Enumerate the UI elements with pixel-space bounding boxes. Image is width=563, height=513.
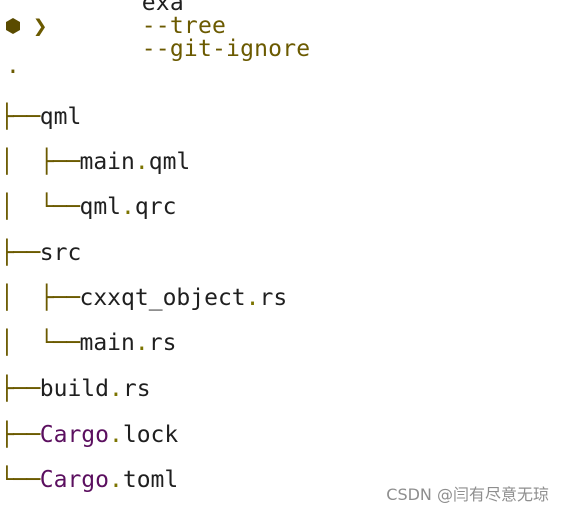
entry-name: main [79,329,135,356]
branch-prefix: ├── [0,239,40,266]
entry-name: main [79,148,135,175]
entry-name: Cargo [39,466,109,493]
branch-prefix: ├── [0,421,40,448]
tree-row-main-rs: │ └── main.rs [0,328,176,358]
entry-extension: rs [122,375,151,402]
tree-row-qml: ├── qml [0,102,81,132]
extension-separator: . [134,329,149,356]
tree-row-cxxqt-object: │ ├── cxxqt_object.rs [0,283,287,313]
tree-row-src: ├── src [0,238,81,268]
entry-extension: qrc [134,193,177,220]
extension-separator: . [109,375,123,402]
flag-git-ignore: --git-ignore [141,35,311,62]
prompt-line: ❯ exa --tree --git-ignore [6,0,310,60]
command-name: exa [141,0,184,16]
branch-prefix: │ ├── [0,284,80,311]
tree-row-cargo-toml: └── Cargo.toml [0,465,178,495]
extension-separator: . [121,193,135,220]
extension-separator: . [109,466,123,493]
hexagon-icon [6,18,20,34]
branch-prefix: └── [0,466,40,493]
tree-row-main-qml: │ ├── main.qml [0,147,190,177]
entry-name: qml [39,103,82,130]
prompt-chevron: ❯ [33,12,48,40]
extension-separator: . [109,421,123,448]
entry-name: build [39,375,109,402]
branch-prefix: ├── [0,375,40,402]
entry-extension: lock [122,421,179,448]
extension-separator: . [134,148,149,175]
entry-extension: rs [148,329,177,356]
tree-row-qml-qrc: │ └── qml.qrc [0,192,176,222]
flag-tree: --tree [141,12,227,39]
entry-extension: qml [148,148,191,175]
entry-name: Cargo [39,421,109,448]
tree-row-cargo-lock: ├── Cargo.lock [0,420,178,450]
extension-separator: . [245,284,260,311]
entry-extension: toml [122,466,179,493]
entry-name: cxxqt_object [79,284,246,311]
branch-prefix: │ └── [0,329,80,356]
tree-root: . [6,53,20,79]
branch-prefix: ├── [0,103,40,130]
entry-extension: rs [259,284,288,311]
branch-prefix: │ └── [0,193,80,220]
command-text: exa --tree --git-ignore [57,0,310,84]
csdn-watermark: CSDN @闫有尽意无琼 [386,485,549,504]
branch-prefix: │ ├── [0,148,80,175]
tree-row-build-rs: ├── build.rs [0,374,151,404]
entry-name: qml [79,193,122,220]
entry-name: src [39,239,82,266]
